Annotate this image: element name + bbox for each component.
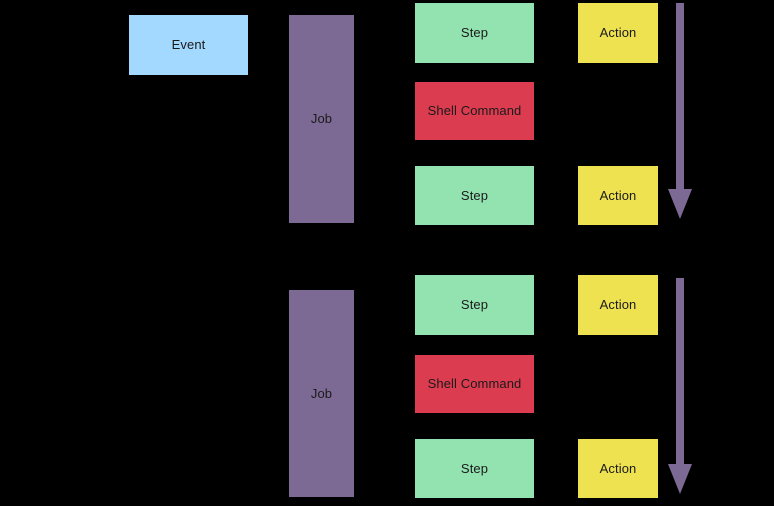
node-label-shell-command-1: Shell Command [427, 103, 522, 119]
node-step-1[interactable]: Step [415, 3, 534, 63]
node-label-step-1: Step [460, 25, 489, 41]
node-job-2[interactable]: Job [289, 290, 354, 497]
arrow-down-1-icon [668, 3, 692, 219]
node-label-step-4: Step [460, 460, 489, 476]
node-label-job-1: Job [310, 111, 333, 127]
node-label-event-1: Event [171, 37, 206, 53]
node-action-3[interactable]: Action [578, 275, 658, 335]
node-step-2[interactable]: Step [415, 166, 534, 225]
node-action-2[interactable]: Action [578, 166, 658, 225]
node-label-action-2: Action [599, 187, 637, 203]
node-label-shell-command-2: Shell Command [427, 376, 522, 392]
node-event-1[interactable]: Event [129, 15, 248, 75]
node-label-job-2: Job [310, 385, 333, 401]
node-shell-command-1[interactable]: Shell Command [415, 82, 534, 140]
arrow-down-2-icon [668, 278, 692, 494]
node-job-1[interactable]: Job [289, 15, 354, 223]
node-action-4[interactable]: Action [578, 439, 658, 498]
node-label-action-1: Action [599, 25, 637, 41]
node-action-1[interactable]: Action [578, 3, 658, 63]
node-label-action-4: Action [599, 460, 637, 476]
node-step-3[interactable]: Step [415, 275, 534, 335]
node-label-action-3: Action [599, 297, 637, 313]
node-step-4[interactable]: Step [415, 439, 534, 498]
node-shell-command-2[interactable]: Shell Command [415, 355, 534, 413]
node-label-step-2: Step [460, 187, 489, 203]
node-label-step-3: Step [460, 297, 489, 313]
